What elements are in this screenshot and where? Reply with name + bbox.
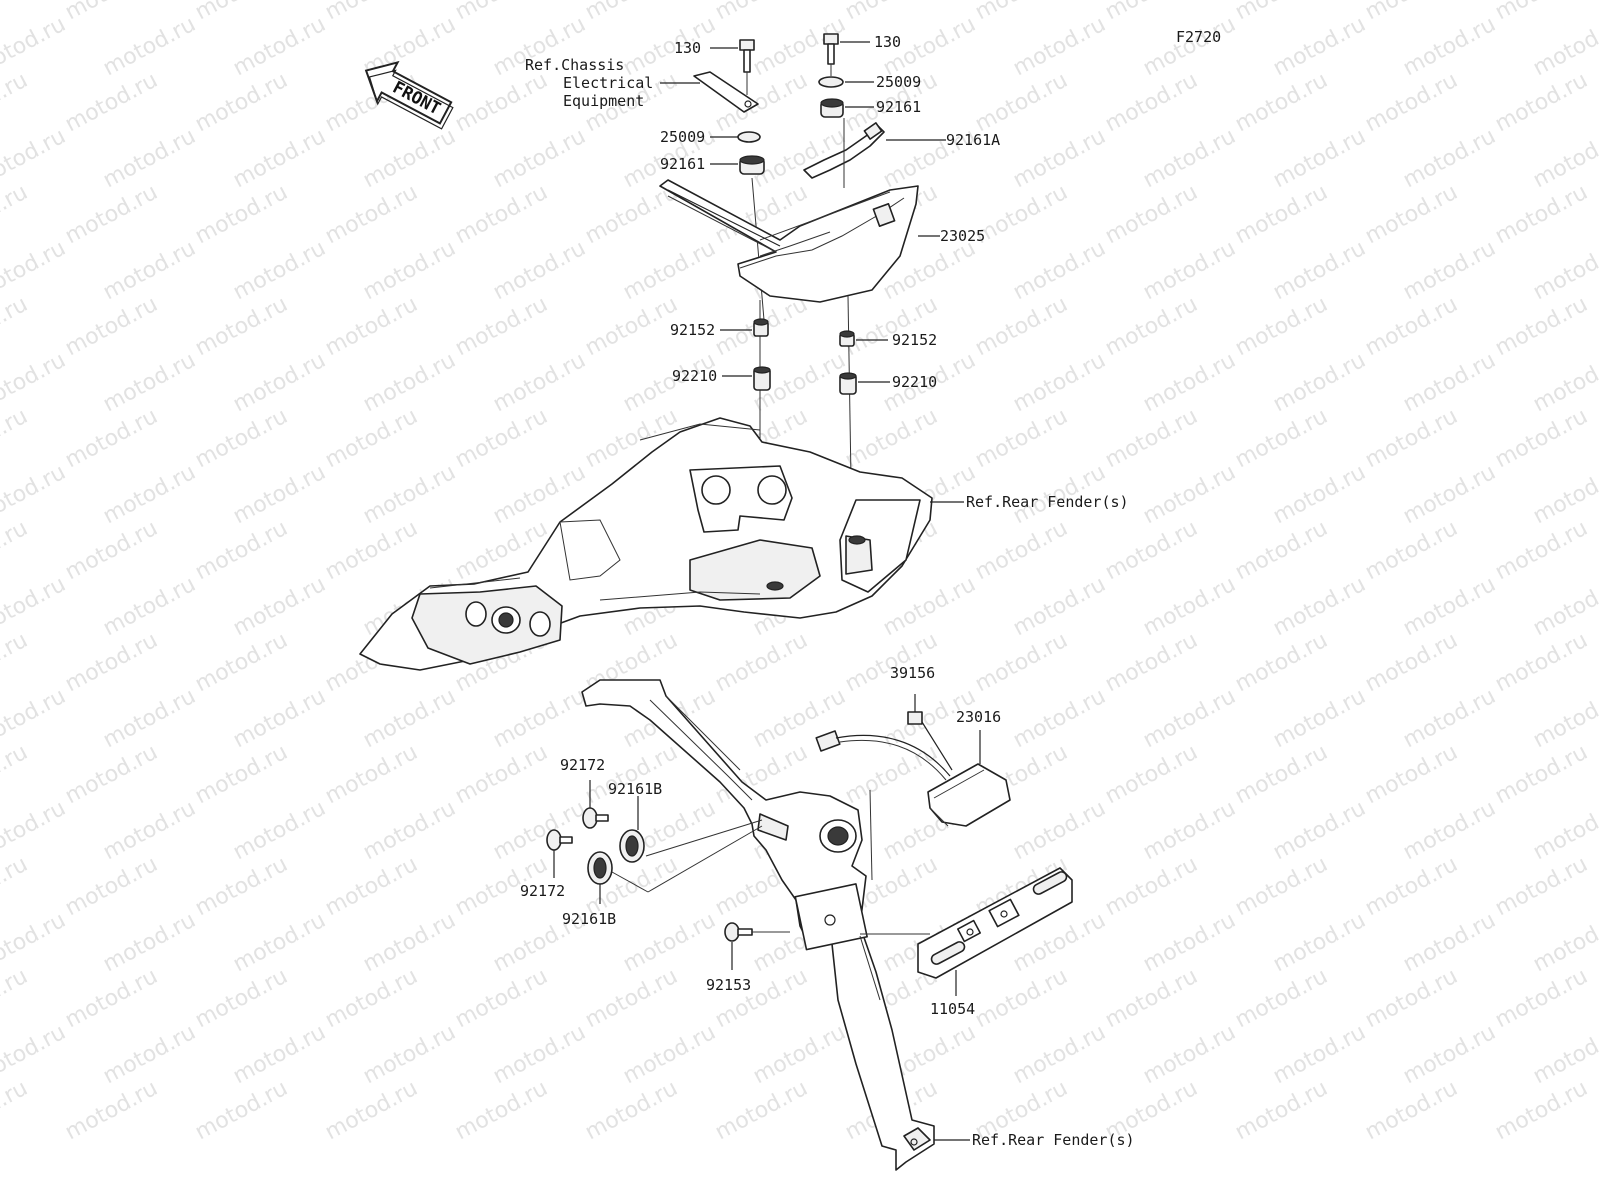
watermark-text: motod.ru <box>321 0 422 25</box>
grommet-right-icon <box>820 98 844 118</box>
callout-92172-upper: 92172 <box>560 756 605 774</box>
callout-39156: 39156 <box>890 664 935 682</box>
watermark-text: motod.ru <box>1529 684 1600 753</box>
watermark-text: motod.ru <box>0 796 70 865</box>
license-light-icon <box>815 730 1011 827</box>
bolt-92172-lower-icon <box>546 829 573 851</box>
callout-92161-right: 92161 <box>876 98 921 116</box>
callout-92161b-upper: 92161B <box>608 780 662 798</box>
watermark-text: motod.ru <box>0 516 32 585</box>
watermark-text: motod.ru <box>0 460 70 529</box>
watermark-text: motod.ru <box>1101 0 1202 25</box>
watermark-text: motod.ru <box>1529 124 1600 193</box>
callout-25009-right: 25009 <box>876 73 921 91</box>
watermark-text: motod.ru <box>1529 796 1600 865</box>
watermark-text: motod.ru <box>0 68 32 137</box>
watermark-text: motod.ru <box>0 292 32 361</box>
callout-92161a: 92161A <box>946 131 1000 149</box>
watermark-text: motod.ru <box>1529 12 1600 81</box>
callout-130-left: 130 <box>674 39 701 57</box>
callout-92210-left: 92210 <box>672 367 717 385</box>
rear-fender-icon <box>359 417 933 671</box>
callout-92161b-lower: 92161B <box>562 910 616 928</box>
callout-130-right: 130 <box>874 33 901 51</box>
watermark-text: motod.ru <box>0 236 70 305</box>
watermark-text: motod.ru <box>0 908 70 977</box>
callout-25009-left: 25009 <box>660 128 705 146</box>
watermark-text: motod.ru <box>1491 0 1592 25</box>
watermark-text: motod.ru <box>191 0 292 25</box>
tail-light-icon <box>659 179 919 303</box>
callout-92161-left: 92161 <box>660 155 705 173</box>
collar-left-icon <box>753 318 769 337</box>
callout-ref-rear-fender-top: Ref.Rear Fender(s) <box>966 493 1129 511</box>
watermark-text: motod.ru <box>0 12 70 81</box>
watermark-text: motod.ru <box>841 0 942 25</box>
ref-chassis-line1: Ref.Chassis <box>525 56 624 74</box>
watermark-text: motod.ru <box>1231 0 1332 25</box>
watermark-text: motod.ru <box>0 0 32 25</box>
watermark-text: motod.ru <box>711 0 812 25</box>
watermark-text: motod.ru <box>971 0 1072 25</box>
wire-clamp-icon <box>693 71 759 113</box>
grommet-92161b-lower-icon <box>587 851 613 885</box>
ref-chassis-line2: Electrical <box>563 74 653 92</box>
watermark-text: motod.ru <box>0 404 32 473</box>
watermark-text: motod.ru <box>0 124 70 193</box>
watermark-text: motod.ru <box>1529 236 1600 305</box>
watermark-text: motod.ru <box>0 684 70 753</box>
watermark-text: motod.ru <box>0 1076 32 1145</box>
bolt-130-left-icon <box>739 39 755 95</box>
watermark-text: motod.ru <box>581 0 682 25</box>
watermark-text: motod.ru <box>61 0 162 25</box>
grommet-left-icon <box>739 155 765 175</box>
callout-ref-rear-fender-bottom: Ref.Rear Fender(s) <box>972 1131 1135 1149</box>
callout-23016: 23016 <box>956 708 1001 726</box>
watermark-text: motod.ru <box>1529 348 1600 417</box>
washer-left-icon <box>737 131 761 143</box>
bolt-130-right-icon <box>823 33 839 76</box>
bolt-92153-icon <box>724 922 753 942</box>
callout-92210-right: 92210 <box>892 373 937 391</box>
callout-92152-left: 92152 <box>670 321 715 339</box>
ref-chassis-line3: Equipment <box>563 92 644 110</box>
watermark-text: motod.ru <box>0 628 32 697</box>
bolt-92172-upper-icon <box>582 807 609 829</box>
grommet-92161b-upper-icon <box>619 829 645 863</box>
watermark-text: motod.ru <box>451 0 552 25</box>
license-bracket-icon <box>581 679 935 1171</box>
watermark-text: motod.ru <box>0 740 32 809</box>
damper-left-icon <box>753 366 771 391</box>
diagram-code: F2720 <box>1176 28 1221 46</box>
watermark-text: motod.ru <box>1529 572 1600 641</box>
watermark-text: motod.ru <box>0 180 32 249</box>
callout-92152-right: 92152 <box>892 331 937 349</box>
washer-right-icon <box>818 76 844 88</box>
callout-11054: 11054 <box>930 1000 975 1018</box>
damper-right-icon <box>839 372 857 395</box>
watermark-text: motod.ru <box>1529 1020 1600 1089</box>
watermark-text: motod.ru <box>0 1020 70 1089</box>
watermark-text: motod.ru <box>1529 908 1600 977</box>
plate-bracket-icon <box>917 867 1073 979</box>
watermark-text: motod.ru <box>0 348 70 417</box>
watermark-text: motod.ru <box>1529 460 1600 529</box>
watermark-text: motod.ru <box>0 964 32 1033</box>
callout-92172-lower: 92172 <box>520 882 565 900</box>
collar-right-icon <box>839 330 855 347</box>
watermark-text: motod.ru <box>1361 0 1462 25</box>
cap-icon <box>907 711 923 725</box>
callout-23025: 23025 <box>940 227 985 245</box>
callout-92153: 92153 <box>706 976 751 994</box>
watermark-text: motod.ru <box>0 572 70 641</box>
watermark-text: motod.ru <box>0 852 32 921</box>
